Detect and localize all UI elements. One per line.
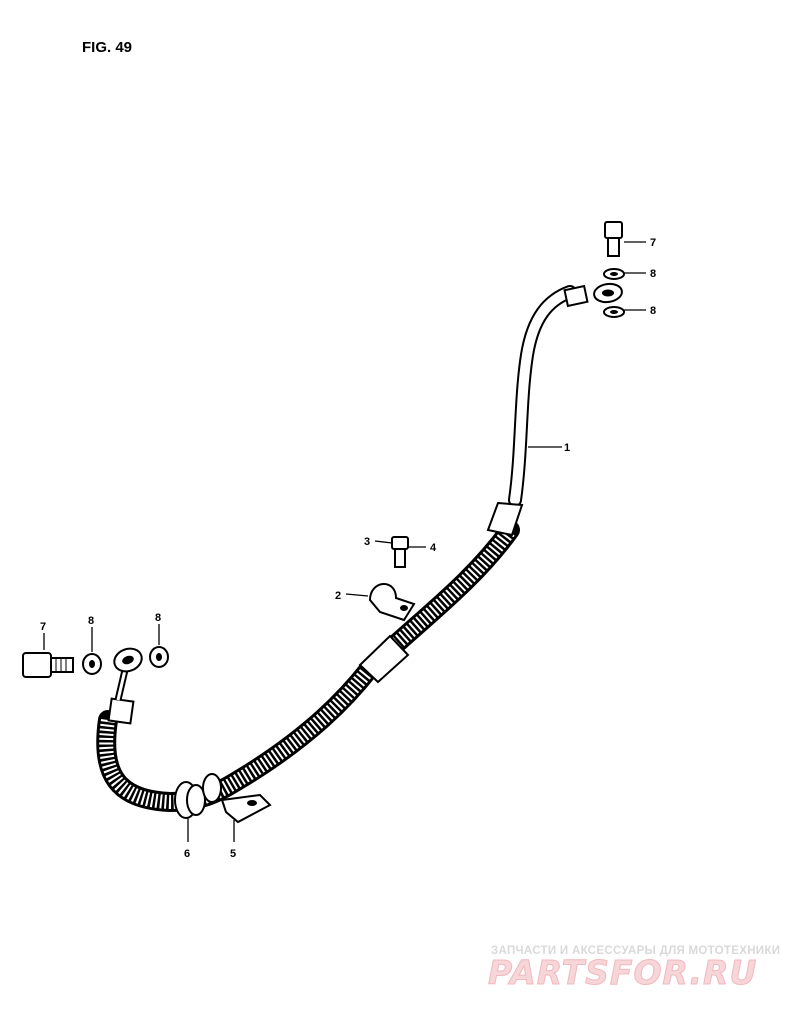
union-bolt-left xyxy=(22,652,74,678)
callout-clamp: 2 xyxy=(335,590,341,602)
gasket-top-2 xyxy=(603,306,625,318)
callout-gasket-top-2: 8 xyxy=(650,305,656,317)
callout-gasket-top-1: 8 xyxy=(650,268,656,280)
clamp-bolt xyxy=(391,536,409,568)
hose-clamp xyxy=(368,583,416,622)
watermark-caption: ЗАПЧАСТИ И АКСЕССУАРЫ ДЛЯ МОТОТЕХНИКИ xyxy=(491,945,780,957)
callout-clamp-washer: 4 xyxy=(430,542,437,554)
grommet xyxy=(174,781,206,819)
leader-lines xyxy=(43,241,646,842)
callout-clamp-bolt: 3 xyxy=(364,536,370,548)
gasket-left-2 xyxy=(149,646,169,668)
figure-title: FIG. 49 xyxy=(82,39,132,56)
callout-union-bolt-top: 7 xyxy=(650,237,656,249)
hose-sleeve-middle xyxy=(358,634,410,684)
callout-grommet: 6 xyxy=(184,848,190,860)
watermark: ЗАПЧАСТИ И АКСЕССУАРЫ ДЛЯ МОТОТЕХНИКИ PA… xyxy=(488,945,780,993)
callout-gasket-left-1: 8 xyxy=(88,615,94,627)
callout-gasket-left-2: 8 xyxy=(155,612,161,624)
union-bolt-top xyxy=(604,221,623,257)
callout-bracket: 5 xyxy=(230,848,236,860)
brake-hose xyxy=(96,282,623,813)
hose-lower-fitting xyxy=(107,647,143,725)
watermark-logo: PARTSFOR.RU xyxy=(488,953,757,992)
bracket xyxy=(202,773,272,824)
callout-union-bolt-left: 7 xyxy=(40,621,46,633)
gasket-top-1 xyxy=(603,268,625,280)
callout-hose: 1 xyxy=(564,442,570,454)
hose-sleeve-upper xyxy=(486,501,524,537)
hose-upper-fitting xyxy=(563,282,623,308)
gasket-left-1 xyxy=(82,653,102,675)
